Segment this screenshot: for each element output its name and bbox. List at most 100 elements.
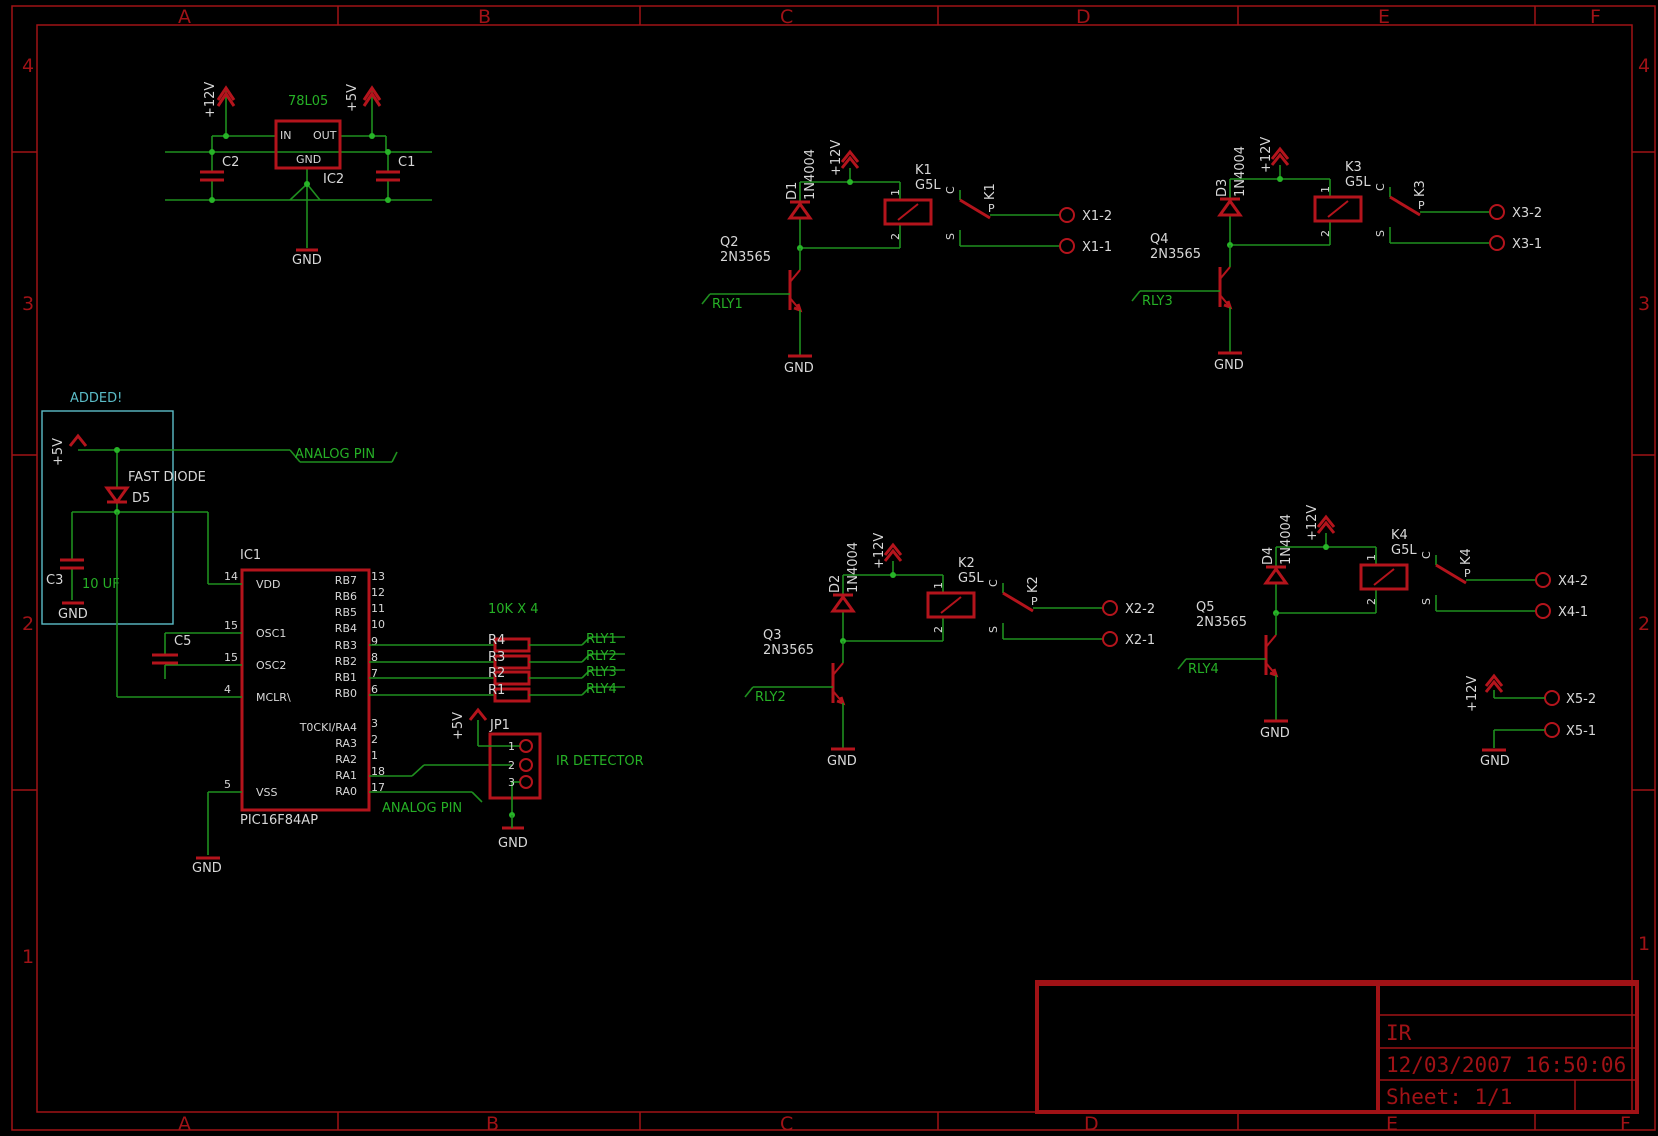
power-out-supply: +12V [1465, 676, 1480, 712]
cap-c2-label: C2 [222, 155, 239, 170]
relay-name: K1 [915, 163, 932, 178]
mcu-pin-name: RB1 [335, 671, 357, 684]
terminal-label-b: X1-1 [1082, 240, 1112, 255]
row-label-1-right: 1 [1638, 933, 1650, 955]
mcu-pin-number: 18 [371, 765, 385, 778]
coil-pin-2: 2 [1319, 230, 1332, 237]
resistor-wire [581, 653, 591, 663]
mcu-pin-number: 2 [371, 733, 378, 746]
contact-relay-label: K2 [1026, 576, 1041, 593]
relay-net-label: RLY2 [586, 649, 617, 664]
coil-pin-1: 1 [1365, 554, 1378, 561]
mcu-pin-name: RA1 [335, 769, 357, 782]
ir-supply-label: +5V [451, 712, 466, 740]
regulator-value: 78L05 [288, 94, 328, 109]
relay-value: G5L [1345, 175, 1371, 190]
regulator-pin-in: IN [280, 129, 291, 142]
power-out-x5-1: X5-1 [1566, 724, 1596, 739]
relay-contact-arm [1435, 563, 1467, 585]
row-label-4: 4 [22, 55, 34, 77]
regulator-gnd-label: GND [292, 253, 322, 268]
ir-header-body [488, 732, 542, 800]
transistor-name: Q2 [720, 235, 739, 250]
contact-pin-s: S [1420, 598, 1433, 605]
flyback-diode [787, 200, 813, 220]
diode-d5 [104, 486, 130, 505]
mcu-pin-number: 9 [371, 635, 378, 648]
mcu-pin-name: OSC1 [256, 627, 286, 640]
contact-relay-label: K3 [1413, 180, 1428, 197]
relay-coil-mark [897, 203, 919, 221]
diode-desc-label: FAST DIODE [128, 470, 206, 485]
mcu-pin-name: T0CKI/RA4 [299, 721, 357, 734]
osc-cap-label: C5 [174, 634, 191, 649]
coil-pin-1: 1 [889, 189, 902, 196]
terminal-x5-2 [1544, 690, 1560, 706]
relay-supply-label: +12V [829, 140, 844, 176]
mcu-gnd-label: GND [192, 861, 222, 876]
contact-pin-p: P [1031, 595, 1038, 608]
flyback-diode [1263, 565, 1289, 585]
resistor-wire [581, 636, 591, 646]
mcu-pin-name: VDD [256, 578, 280, 591]
ir-detector-label: IR DETECTOR [556, 754, 644, 769]
contact-pin-p: P [1418, 199, 1425, 212]
transistor-name: Q4 [1150, 232, 1169, 247]
transistor-collector [1265, 634, 1277, 648]
contact-relay-label: K1 [983, 183, 998, 200]
microcontroller-section: IC1 PIC16F84AP C5 GND 14VDD15OSC115OSC24… [116, 512, 512, 876]
relay-coil [1359, 563, 1409, 591]
resistor-wire [581, 686, 591, 696]
added-title: ADDED! [70, 391, 122, 406]
regulator-pin-gnd: GND [296, 153, 321, 166]
resistor-wire [581, 669, 591, 679]
wire [701, 293, 711, 305]
added-highlight-box [41, 410, 174, 625]
relay-coil [926, 591, 976, 619]
terminal-label-b: X2-1 [1125, 633, 1155, 648]
voltage-regulator-section: IN OUT GND 78L05 IC2 C2 C1 GND +12V +5V [165, 82, 432, 268]
mcu-pin-number: 5 [224, 778, 231, 791]
diode-value: 1N4004 [1279, 514, 1294, 565]
regulator-name: IC2 [323, 172, 344, 187]
contact-pin-c: C [944, 186, 957, 194]
contact-pin-c: C [987, 579, 1000, 587]
relay-contact-arm [959, 198, 991, 220]
diode-value: 1N4004 [803, 149, 818, 200]
row-label-4-right: 4 [1638, 55, 1650, 77]
ir-pin-1: 1 [508, 740, 515, 753]
transistor-gnd-label: GND [1214, 358, 1244, 373]
cap-c1-label: C1 [398, 155, 415, 170]
row-label-1: 1 [22, 946, 34, 968]
terminal-x1-1 [1059, 238, 1075, 254]
supply-arrow-icon [468, 707, 488, 721]
mcu-pin-name: RA0 [335, 785, 357, 798]
mcu-pin-number: 7 [371, 667, 378, 680]
terminal-label-a: X3-2 [1512, 206, 1542, 221]
relay-coil-mark [1327, 200, 1349, 218]
contact-pin-s: S [987, 626, 1000, 633]
mcu-pin-number: 8 [371, 651, 378, 664]
contact-pin-p: P [988, 202, 995, 215]
contact-pin-p: P [1464, 567, 1471, 580]
mcu-name: IC1 [240, 548, 261, 563]
supply-arrow-icon [216, 85, 236, 107]
terminal-label-a: X4-2 [1558, 574, 1588, 589]
relay-contact-arm [1002, 591, 1034, 613]
transistor-value: 2N3565 [720, 250, 771, 265]
relay-value: G5L [1391, 543, 1417, 558]
row-label-2-right: 2 [1638, 613, 1650, 635]
terminal-x2-1 [1102, 631, 1118, 647]
transistor-gnd-label: GND [827, 754, 857, 769]
resistor-label: R2 [488, 666, 505, 681]
terminal-x3-1 [1489, 235, 1505, 251]
diode-value: 1N4004 [846, 542, 861, 593]
relay-coil [1313, 195, 1363, 223]
mcu-pin-name: RB0 [335, 687, 357, 700]
col-label-c-bottom: C [780, 1113, 793, 1135]
